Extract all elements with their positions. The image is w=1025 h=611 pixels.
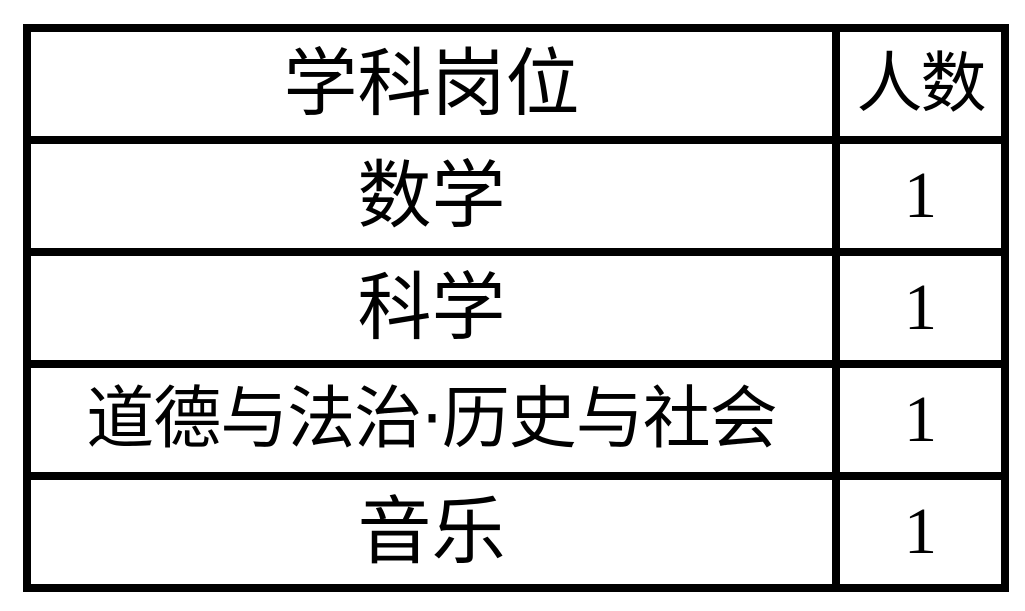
header-subject: 学科岗位 (23, 24, 840, 144)
positions-table-container: 学科岗位 人数 数学 1 科学 1 道德与法治·历史与社会 1 音乐 1 (23, 24, 1009, 592)
count-cell: 1 (832, 248, 1009, 368)
header-count: 人数 (832, 24, 1009, 144)
count-cell: 1 (832, 360, 1009, 480)
count-cell: 1 (832, 136, 1009, 256)
subject-cell: 道德与法治·历史与社会 (23, 360, 840, 480)
subject-cell: 音乐 (23, 472, 840, 592)
table-row: 科学 1 (23, 248, 1009, 368)
positions-table: 学科岗位 人数 数学 1 科学 1 道德与法治·历史与社会 1 音乐 1 (23, 24, 1009, 592)
subject-cell: 数学 (23, 136, 840, 256)
table-header-row: 学科岗位 人数 (23, 24, 1009, 144)
subject-cell: 科学 (23, 248, 840, 368)
table-row: 音乐 1 (23, 472, 1009, 592)
table-row: 道德与法治·历史与社会 1 (23, 360, 1009, 480)
count-cell: 1 (832, 472, 1009, 592)
table-row: 数学 1 (23, 136, 1009, 256)
